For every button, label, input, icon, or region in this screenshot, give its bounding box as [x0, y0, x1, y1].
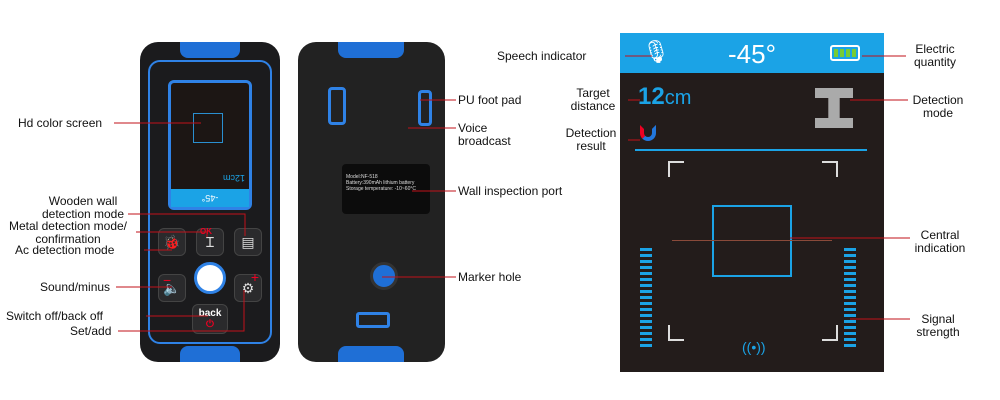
- signal-icon: ((•)): [742, 339, 766, 355]
- mini-distance: 12cm: [222, 173, 245, 183]
- ac-mode-button[interactable]: ▤: [234, 228, 262, 256]
- sound-minus-button[interactable]: −🔈: [158, 272, 186, 302]
- label-signal-strength: Signal strength: [916, 312, 960, 339]
- central-indication-box: [712, 205, 792, 277]
- label-speech-indicator: Speech indicator: [497, 49, 587, 63]
- label-hd-color-screen: Hd color screen: [18, 116, 103, 130]
- label-set-add: Set/add: [70, 324, 112, 338]
- mini-angle: -45°: [171, 189, 249, 207]
- label-target-distance: Target distance: [570, 86, 616, 113]
- battery-icon: [830, 45, 860, 61]
- label-switch-off: Switch off/back off: [6, 309, 103, 323]
- center-button[interactable]: [194, 262, 226, 294]
- speech-muted-icon: 🎙: [642, 39, 670, 64]
- label-wooden-wall-mode: Wooden wall detection mode: [41, 194, 125, 221]
- target-frame: [668, 161, 838, 341]
- center-line: [672, 240, 832, 241]
- label-ac-mode: Ac detection mode: [15, 243, 115, 257]
- label-wall-inspection-port: Wall inspection port: [458, 184, 563, 198]
- label-central-indication: Central indication: [914, 228, 966, 255]
- label-metal-mode: Metal detection mode/ confirmation: [8, 219, 128, 246]
- wooden-wall-button[interactable]: 🐞: [158, 228, 186, 256]
- status-bar: 🎙 -45°: [620, 33, 884, 73]
- label-pu-foot-pad: PU foot pad: [458, 93, 522, 107]
- divider: [635, 149, 867, 151]
- distance-readout: 12cm: [638, 83, 692, 110]
- label-detection-mode: Detection mode: [912, 93, 964, 120]
- i-beam-mode-icon: [815, 88, 853, 128]
- display-panel: 🎙 -45° 12cm ((•)): [620, 33, 884, 372]
- label-detection-result: Detection result: [565, 126, 617, 153]
- angle-readout: -45°: [728, 39, 776, 69]
- marker-hole: [370, 262, 398, 290]
- magnet-icon: [640, 125, 656, 141]
- signal-bar-left: [640, 248, 652, 348]
- hd-color-screen: 12cm -45°: [168, 80, 252, 210]
- label-sound-minus: Sound/minus: [40, 280, 111, 294]
- label-electric-quantity: Electric quantity: [913, 42, 957, 69]
- back-power-button[interactable]: back⏻: [192, 304, 228, 334]
- label-voice-broadcast: Voice broadcast: [458, 121, 511, 148]
- set-add-button[interactable]: +⚙: [234, 269, 262, 302]
- label-marker-hole: Marker hole: [458, 270, 522, 284]
- pu-foot-pad: [418, 90, 432, 126]
- signal-bar-right: [844, 248, 856, 348]
